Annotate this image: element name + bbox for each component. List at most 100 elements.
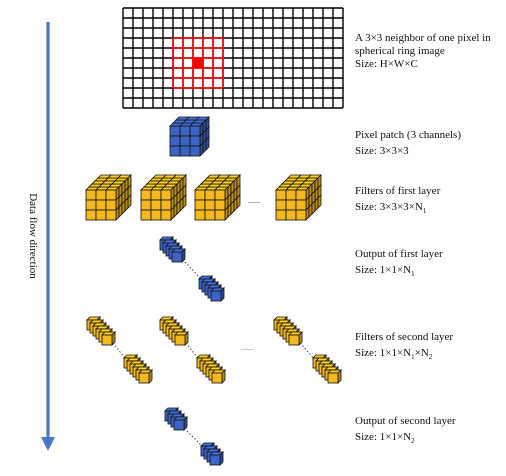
filter1-block	[275, 174, 322, 221]
cube-side-cell	[230, 200, 235, 215]
cube-front-cell	[285, 189, 297, 201]
cube-front-cell	[150, 209, 162, 221]
cube-front-cell	[194, 209, 206, 221]
cube-side-cell	[317, 194, 322, 209]
cube-front-cell	[189, 135, 201, 147]
cube-front-cell	[169, 145, 181, 157]
cube-front-cell	[295, 209, 307, 221]
plate-front	[138, 372, 150, 384]
cube-front-cell	[179, 135, 191, 147]
cube-front-cell	[95, 209, 107, 221]
cube-front-cell	[194, 199, 206, 211]
cube-front-cell	[214, 199, 226, 211]
cube-front-cell	[275, 199, 287, 211]
cube-front-cell	[140, 189, 152, 201]
cube-front-cell	[295, 189, 307, 201]
label-output1: Output of first layer Size: 1×1×N1	[355, 248, 443, 278]
filter2-block	[159, 316, 226, 384]
cube-front-cell	[169, 135, 181, 147]
filter1-block	[194, 174, 241, 221]
cube-front-cell	[85, 189, 97, 201]
cube-side-cell	[205, 136, 210, 151]
cube-front-cell	[85, 199, 97, 211]
cube-front-cell	[160, 199, 172, 211]
cube-front-cell	[295, 199, 307, 211]
cube-front-cell	[179, 125, 191, 137]
filter2-stack-bottom	[123, 354, 153, 384]
filter1-cube-front	[194, 180, 235, 221]
plate-front	[174, 334, 186, 346]
center-pixel	[193, 58, 203, 68]
input-label-line2: spherical ring image	[355, 45, 445, 57]
first-layer-filters	[85, 174, 322, 221]
filter2-stack-bottom	[312, 354, 342, 384]
filter1-block	[140, 174, 187, 221]
label-patch: Pixel patch (3 channels) Size: 3×3×3	[355, 129, 461, 157]
plate-front	[288, 334, 300, 346]
cube-front-cell	[105, 209, 117, 221]
cube-front-cell	[150, 189, 162, 201]
filters2-size: Size: 1×1×N1×N2	[355, 347, 433, 361]
label-filters1: Filters of first layer Size: 3×3×3×N1	[355, 185, 441, 215]
label-filters2: Filters of second layer Size: 1×1×N1×N2	[355, 331, 453, 361]
input-image-grid	[122, 7, 344, 109]
second-layer-output	[164, 407, 224, 466]
filter2-connector	[112, 342, 129, 363]
filters1-ellipsis: ......	[248, 196, 260, 205]
output2-stack-bottom	[200, 442, 224, 466]
pixel-patch-cube	[169, 116, 210, 157]
cube-front-cell	[275, 189, 287, 201]
cube-front-cell	[140, 209, 152, 221]
plate-front	[210, 290, 222, 302]
cube-side-cell	[127, 194, 132, 209]
patch-size: Size: 3×3×3	[355, 145, 409, 157]
output2-size: Size: 1×1×N2	[355, 431, 415, 445]
cube-front-cell	[194, 189, 206, 201]
cube-front-cell	[160, 189, 172, 201]
output2-stack-top	[164, 407, 188, 431]
filter2-block	[273, 316, 342, 384]
cube-front-cell	[160, 209, 172, 221]
cube-front-cell	[285, 209, 297, 221]
cube-front-cell	[214, 189, 226, 201]
cube-front-cell	[105, 199, 117, 211]
cube-front-cell	[204, 189, 216, 201]
label-input: A 3×3 neighbor of one pixel in spherical…	[355, 32, 491, 70]
cube-front-cell	[105, 189, 117, 201]
output2-connector	[186, 430, 204, 448]
plate-front	[101, 334, 113, 346]
input-label-line1: A 3×3 neighbor of one pixel in	[355, 32, 491, 44]
filter2-stack-top	[159, 316, 189, 346]
patch-label: Pixel patch (3 channels)	[355, 129, 461, 141]
label-output2: Output of second layer Size: 1×1×N2	[355, 415, 456, 445]
output1-label: Output of first layer	[355, 248, 443, 260]
second-layer-filters	[86, 316, 342, 384]
output1-stack-top	[159, 236, 186, 263]
cube-front-cell	[95, 189, 107, 201]
output2-label: Output of second layer	[355, 415, 456, 427]
cube-side-cell	[311, 200, 316, 215]
output1-connector	[184, 261, 205, 283]
filters1-size: Size: 3×3×3×N1	[355, 201, 427, 215]
data-flow-arrow	[41, 22, 55, 451]
cube-side-cell	[121, 200, 126, 215]
cube-side-cell	[176, 200, 181, 215]
plate-front	[173, 419, 185, 431]
cube-front-cell	[179, 145, 191, 157]
plate-front	[211, 372, 223, 384]
cube-front-cell	[189, 125, 201, 137]
cube-front-cell	[204, 199, 216, 211]
filter1-block	[85, 174, 132, 221]
output1-stack-bottom	[198, 275, 225, 302]
filter2-block	[86, 316, 153, 384]
cube-front-cell	[95, 199, 107, 211]
filter2-stack-top	[273, 316, 303, 346]
input-size: Size: H×W×C	[355, 58, 418, 70]
cube-front-cell	[85, 209, 97, 221]
filter1-cube-front	[140, 180, 181, 221]
filter2-stack-bottom	[196, 354, 226, 384]
plate-front	[209, 454, 221, 466]
cube-front-cell	[204, 209, 216, 221]
output1-size: Size: 1×1×N1	[355, 264, 415, 278]
